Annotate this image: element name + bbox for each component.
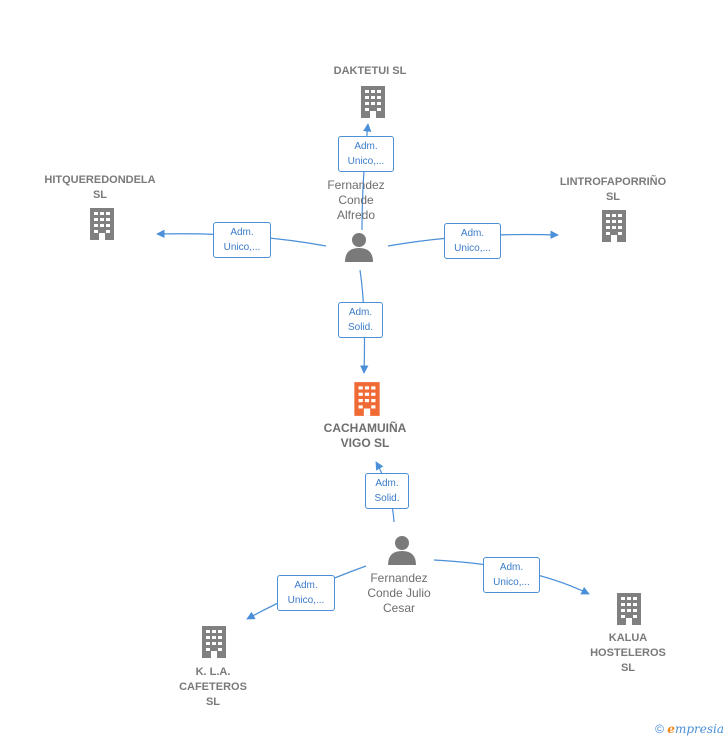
role-box-alfredo-lintrofaporrino: Adm. Unico,... [444,223,501,259]
role-box-alfredo-hitqueredondela: Adm. Unico,... [213,222,271,258]
role-box-julio-cachamuina: Adm. Solid. [365,473,409,509]
footer-brand[interactable]: © empresia [655,722,724,736]
company-label-cachamuina: CACHAMUIÑA VIGO SL [323,421,407,450]
company-label-lintrofaporrino: LINTROFAPORRIÑO SL [559,176,667,203]
role-box-julio-kla: Adm. Unico,... [277,575,335,611]
edge-alfredo-daktetui [361,123,372,231]
copyright-symbol: © [655,722,664,736]
company-label-kla: K. L.A. CAFETEROS SL [179,666,247,708]
building-icon [90,208,114,240]
building-icon [361,86,385,118]
building-icon [354,382,380,416]
role-box-alfredo-cachamuina: Adm. Solid. [338,302,383,338]
person-icon [388,536,416,565]
building-icon [602,210,626,242]
brand-logo: empresia [667,722,724,736]
building-icon [202,626,226,658]
person-label-julio: Fernandez Conde Julio Cesar [367,571,431,615]
company-label-daktetui: DAKTETUI SL [333,65,407,77]
person-icon [345,233,373,262]
role-box-julio-kalua: Adm. Unico,... [483,557,540,593]
company-label-kalua: KALUA HOSTELEROS SL [590,632,666,674]
role-box-alfredo-daktetui: Adm. Unico,... [338,136,394,172]
company-label-hitqueredondela: HITQUEREDONDELA SL [44,174,156,201]
building-icon [617,593,641,625]
person-label-alfredo: Fernandez Conde Alfredo [327,178,385,222]
